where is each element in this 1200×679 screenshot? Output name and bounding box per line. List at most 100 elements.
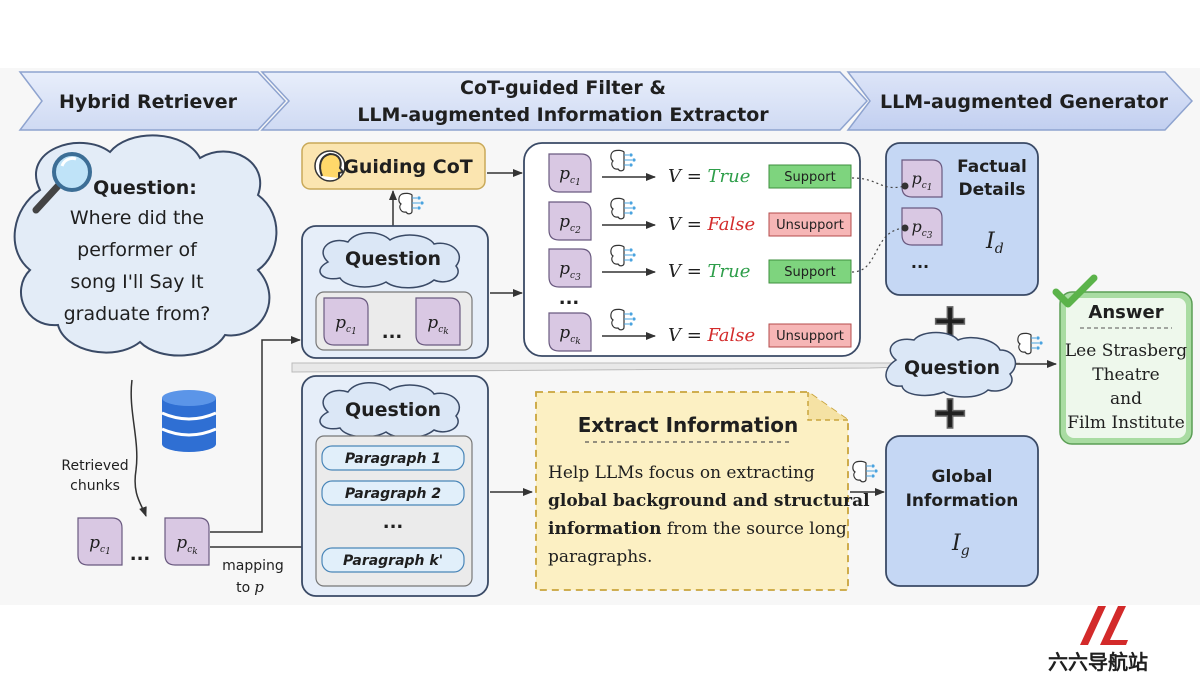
chunk-ellipsis: ... (382, 322, 403, 343)
question-bubble: Question: Where did the performer of son… (13, 134, 278, 357)
guiding-cot-box: Guiding CoT (301, 142, 486, 190)
watermark-logo: 六六导航站 (1048, 606, 1148, 674)
verify-tag-label: Support (784, 170, 835, 185)
retrieved-chunk-c1: pc1 (77, 517, 123, 566)
answer-line-2: Theatre (1092, 365, 1160, 385)
paragraph-1: Paragraph 1 (321, 445, 465, 471)
paragraph-1-label: Paragraph 1 (345, 451, 441, 467)
checkmark-icon (1052, 274, 1098, 308)
unsupport-badge (768, 323, 852, 348)
support-badge (768, 259, 852, 284)
verify-chunk-label: pck (559, 323, 580, 347)
chunks-to-filter-arrow (210, 336, 301, 533)
llm-icon (610, 149, 636, 172)
verify-result: V = False (668, 214, 755, 235)
answer-line-4: Film Institute (1067, 413, 1185, 433)
question-line-1: Where did the (70, 207, 204, 229)
factual-ellipsis: ... (911, 253, 929, 272)
factual-chunk-c3: pc3 (901, 207, 943, 246)
verify-chunk (548, 153, 592, 193)
stage-banner-filter: CoT-guided Filter & LLM-augmented Inform… (260, 71, 869, 131)
verify-chunk (548, 201, 592, 241)
verify-chunk (548, 312, 592, 352)
verify-chunk-label: pc3 (559, 259, 581, 283)
watermark-text: 六六导航站 (1048, 650, 1148, 674)
brain-head-icon (314, 150, 346, 182)
answer-line-1: Lee Strasberg (1065, 341, 1187, 361)
llm-icon (398, 192, 424, 215)
filter-input-box: Question pc1 ... pck (301, 225, 489, 359)
generator-question-label: Question (904, 357, 1000, 379)
support-connector-1 (851, 177, 906, 189)
verify-row: pc1 V = True Support (548, 149, 852, 193)
factual-symbol: Id (985, 229, 1004, 257)
verify-result: V = True (668, 166, 750, 187)
paragraph-k-label: Paragraph k' (343, 553, 443, 569)
global-symbol: Ig (951, 531, 970, 559)
question-line-4: graduate from? (64, 303, 211, 325)
extract-title: Extract Information (578, 413, 799, 437)
extract-line-2: global background and structural (548, 491, 870, 511)
global-title-line2: Information (906, 491, 1019, 511)
connector-dot (901, 224, 909, 232)
chunk-c1: pc1 (323, 297, 369, 346)
factual-title-line1: Factual (957, 157, 1027, 177)
retrieval-arrow (130, 379, 147, 517)
chunk-symbol: pck (427, 313, 448, 337)
question-line-3: song I'll Say It (70, 271, 203, 293)
generator-question-cloud: Question (885, 331, 1017, 398)
chunk-symbol: pc1 (89, 533, 111, 557)
llm-icon (610, 197, 636, 220)
answer-box: Answer Lee Strasberg Theatre and Film In… (1052, 274, 1193, 445)
stage-label-generator: LLM-augmented Generator (880, 91, 1169, 113)
retrieved-chunk-ck: pck (164, 517, 210, 566)
verify-tag-label: Support (784, 265, 835, 280)
stage-label-filter-line2: LLM-augmented Information Extractor (357, 104, 769, 126)
chunk-symbol: pc1 (335, 313, 357, 337)
stage-label-filter-line1: CoT-guided Filter & (460, 77, 666, 99)
llm-icon (610, 244, 636, 267)
verify-chunk-label: pc1 (559, 164, 581, 188)
llm-icon (852, 460, 878, 483)
llm-icon (610, 308, 636, 331)
question-cloud (319, 232, 461, 289)
question-line-2: performer of (77, 239, 198, 261)
verify-chunk (548, 248, 592, 288)
guiding-cot-label: Guiding CoT (343, 156, 472, 178)
question-label: Question (345, 248, 441, 270)
chunk-symbol: pc1 (911, 169, 932, 193)
paragraph-2: Paragraph 2 (321, 480, 465, 506)
chunk-symbol: pc3 (911, 217, 932, 241)
question-cloud (319, 382, 461, 439)
paragraph-k: Paragraph k' (321, 547, 465, 573)
paragraph-2-label: Paragraph 2 (345, 486, 441, 502)
answer-title: Answer (1088, 302, 1163, 323)
database-icon (161, 390, 217, 452)
stage-banner-retriever: Hybrid Retriever (18, 71, 287, 131)
chunk-symbol: pck (176, 533, 197, 557)
connector-dot (901, 182, 909, 190)
magnifier-icon (32, 152, 92, 214)
question-bubble-title: Question: (93, 177, 197, 199)
stage-label-retriever: Hybrid Retriever (59, 91, 238, 113)
mapping-label-line1: mapping (222, 558, 284, 574)
extractor-input-box: Question Paragraph 1 Paragraph 2 ... Par… (301, 375, 489, 597)
verify-tag-label: Unsupport (776, 329, 844, 344)
paragraph-ellipsis: ... (383, 512, 404, 533)
stage-banner-generator: LLM-augmented Generator (846, 71, 1194, 131)
extract-line-3: information from the source long (548, 519, 847, 539)
extract-line-4: paragraphs. (548, 547, 652, 567)
section-divider (291, 362, 1021, 373)
unsupport-badge (768, 212, 852, 237)
chunk-ck: pck (415, 297, 461, 346)
retrieved-label-line2: chunks (70, 478, 120, 494)
retrieved-label-line1: Retrieved (61, 458, 128, 474)
verify-result: V = False (668, 325, 755, 346)
chunk-ellipsis: ... (130, 544, 151, 565)
verify-tag-label: Unsupport (776, 218, 844, 233)
factual-details-box: Factual Details pc1 pc3 ... Id (885, 142, 1039, 296)
